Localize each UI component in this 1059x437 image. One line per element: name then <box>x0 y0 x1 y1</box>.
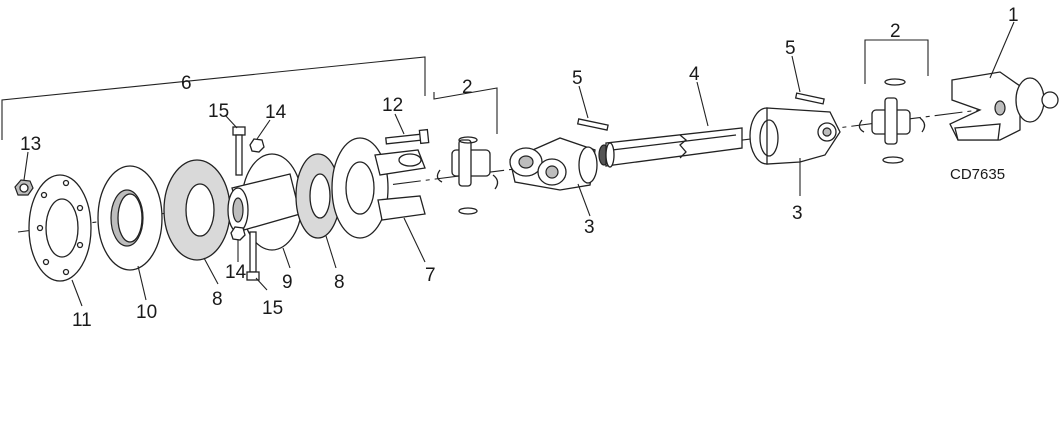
part-8-friction-disc-left <box>163 159 231 261</box>
callout-10: 10 <box>136 302 157 323</box>
callout-3-left: 3 <box>584 217 595 238</box>
part-2-cross-left <box>436 136 499 215</box>
callout-4: 4 <box>689 64 700 85</box>
callout-5-right: 5 <box>785 38 796 59</box>
callout-9: 9 <box>282 272 293 293</box>
callout-11: 11 <box>72 310 92 331</box>
figure-code: CD7635 <box>950 166 1005 183</box>
part-15-bolt-upper <box>232 126 246 176</box>
part-4-shaft <box>605 127 743 168</box>
part-14-nut-lower <box>230 226 246 241</box>
callout-8-left: 8 <box>212 289 223 310</box>
callout-2-right: 2 <box>890 21 901 42</box>
part-5-pin-left <box>576 118 609 131</box>
callout-13: 13 <box>20 134 41 155</box>
callout-7: 7 <box>425 265 436 286</box>
bracket-2-right <box>864 39 929 84</box>
callout-14-upper: 14 <box>265 102 287 123</box>
part-11-flange-plate <box>28 174 92 282</box>
callout-2-left: 2 <box>462 77 473 98</box>
leader-lines <box>23 21 1015 307</box>
part-8-friction-disc-right <box>295 153 341 239</box>
callout-1: 1 <box>1008 5 1019 26</box>
part-13-nut <box>14 179 34 196</box>
part-15-bolt-lower <box>246 231 260 281</box>
part-9-hub <box>227 153 303 251</box>
part-3-yoke-right <box>749 107 841 165</box>
part-10-disc <box>97 165 163 271</box>
callout-6: 6 <box>181 73 192 94</box>
part-1-end-yoke <box>949 71 1059 141</box>
callout-15-lower: 15 <box>262 298 283 319</box>
callout-5-left: 5 <box>572 68 583 89</box>
callout-labels: 1 2 5 4 5 2 6 12 15 14 13 CD7635 3 3 7 1… <box>20 5 1019 331</box>
callout-12: 12 <box>382 95 403 116</box>
bracket-2-left <box>433 87 498 134</box>
part-7-yoke-flange <box>331 137 426 239</box>
part-3-yoke-left <box>509 137 610 191</box>
callout-3-right: 3 <box>792 203 803 224</box>
part-14-nut-upper <box>249 138 265 153</box>
part-5-pin-right <box>794 92 825 105</box>
callout-14-lower: 14 <box>225 262 247 283</box>
callout-15-upper: 15 <box>208 101 229 122</box>
part-2-cross-right <box>858 78 926 164</box>
part-12-bolt <box>385 128 430 145</box>
callout-8-right: 8 <box>334 272 345 293</box>
bracket-6 <box>1 56 426 140</box>
